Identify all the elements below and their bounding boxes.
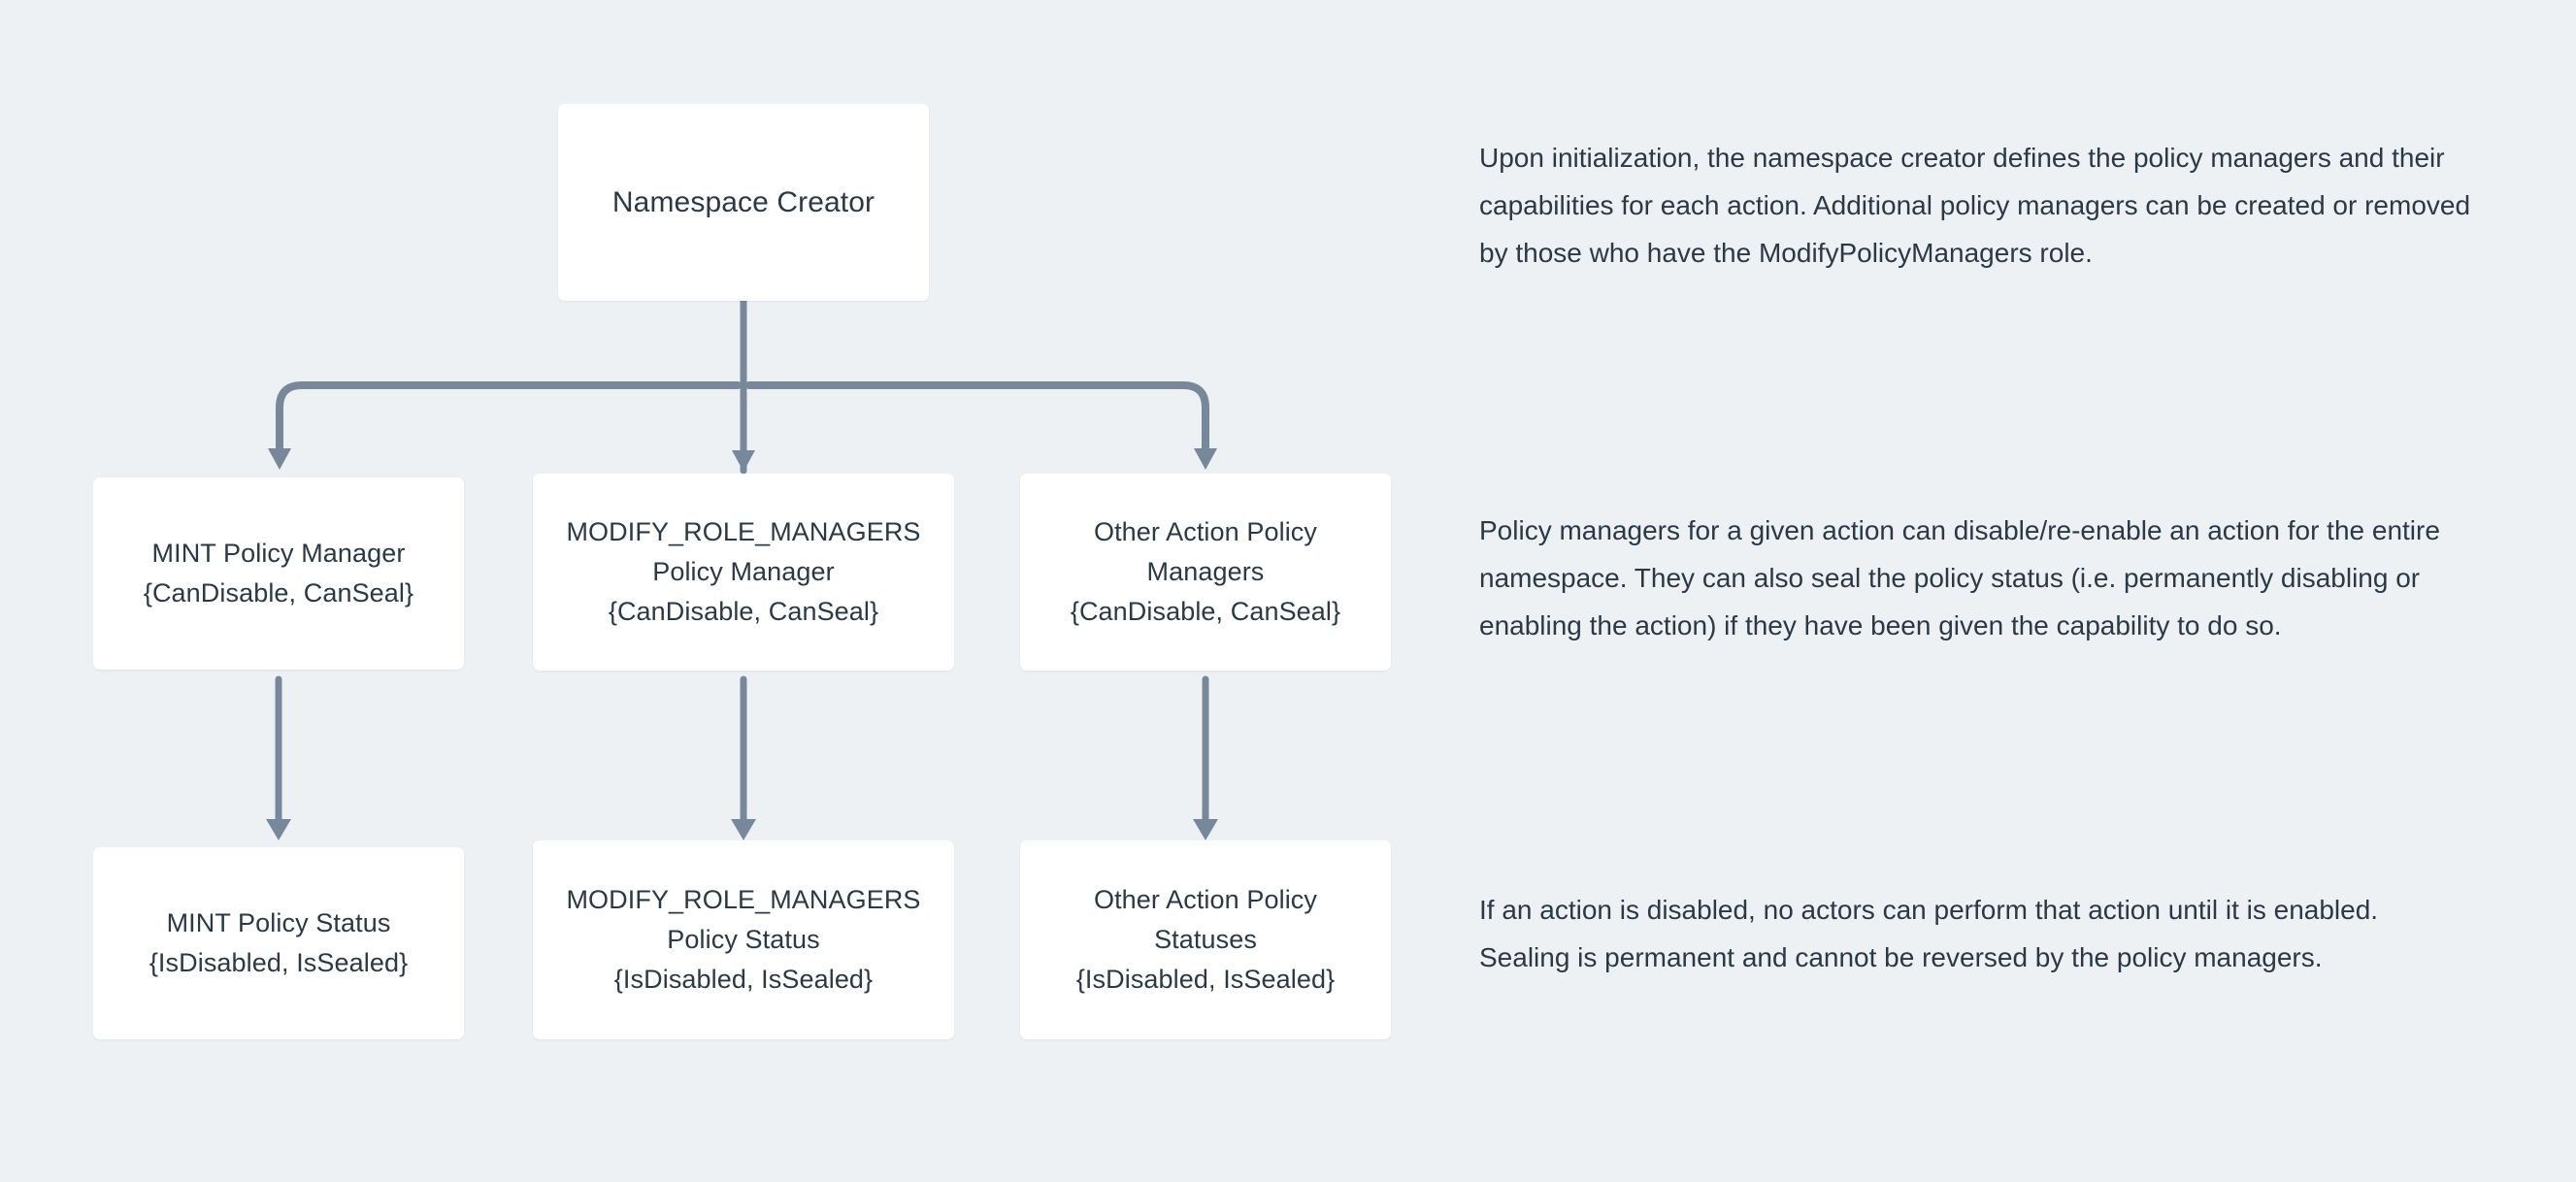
node-modify-role-managers-policy-manager[interactable]: MODIFY_ROLE_MANAGERS Policy Manager {Can…	[533, 474, 954, 671]
node-modify-role-managers-policy-manager-label: MODIFY_ROLE_MANAGERS Policy Manager {Can…	[566, 517, 921, 626]
arrowhead-modify-manager-to-status	[731, 819, 756, 840]
arrowhead-root-to-modify	[732, 450, 755, 472]
arrowhead-mint-manager-to-status	[266, 819, 291, 840]
edge-root-to-mint	[276, 381, 742, 455]
arrowhead-root-to-mint	[268, 448, 291, 470]
node-mint-policy-manager[interactable]: MINT Policy Manager {CanDisable, CanSeal…	[93, 477, 464, 670]
annotation-sealing: If an action is disabled, no actors can …	[1479, 895, 2379, 972]
edge-root-to-other	[745, 381, 1209, 455]
node-mint-policy-manager-label: MINT Policy Manager {CanDisable, CanSeal…	[143, 539, 414, 607]
node-other-action-policy-statuses-label: Other Action Policy Statuses {IsDisabled…	[1075, 885, 1336, 994]
node-other-action-policy-statuses[interactable]: Other Action Policy Statuses {IsDisabled…	[1020, 840, 1391, 1039]
annotation-capabilities: Policy managers for a given action can d…	[1479, 515, 2440, 640]
node-mint-policy-status-label: MINT Policy Status {IsDisabled, IsSealed…	[149, 908, 409, 977]
arrowhead-other-manager-to-status	[1193, 819, 1218, 840]
node-mint-policy-status[interactable]: MINT Policy Status {IsDisabled, IsSealed…	[93, 847, 464, 1039]
node-namespace-creator-label: Namespace Creator	[611, 185, 875, 218]
annotation-initialization: Upon initialization, the namespace creat…	[1479, 143, 2471, 268]
node-namespace-creator[interactable]: Namespace Creator	[558, 104, 929, 301]
node-other-action-policy-managers-label: Other Action Policy Managers {CanDisable…	[1070, 517, 1341, 626]
node-other-action-policy-managers[interactable]: Other Action Policy Managers {CanDisable…	[1020, 474, 1391, 671]
arrowhead-root-to-other	[1194, 448, 1217, 470]
node-modify-role-managers-policy-status-label: MODIFY_ROLE_MANAGERS Policy Status {IsDi…	[566, 885, 921, 994]
node-modify-role-managers-policy-status[interactable]: MODIFY_ROLE_MANAGERS Policy Status {IsDi…	[533, 840, 954, 1039]
